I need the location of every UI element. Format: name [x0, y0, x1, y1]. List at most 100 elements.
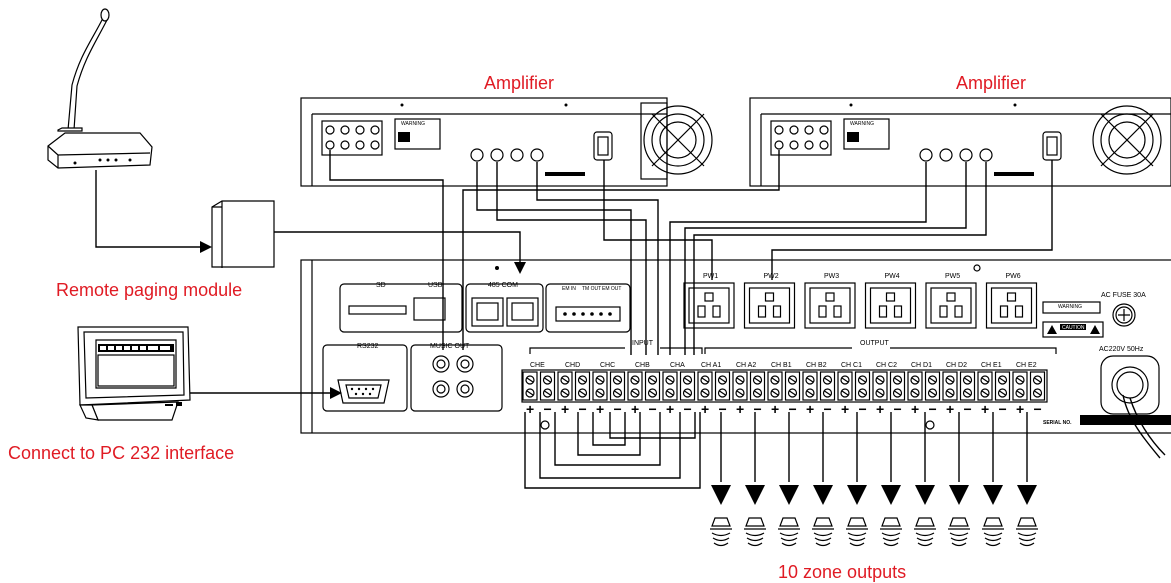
speaker-icon — [778, 517, 800, 547]
zone-output — [846, 412, 868, 547]
caution-label: CAUTION — [1062, 325, 1085, 331]
output-channel-label: CH D2 — [946, 362, 967, 369]
down-arrow-icon — [711, 485, 731, 505]
terminal-minus-mark: − — [789, 401, 797, 417]
speaker-icon — [982, 517, 1004, 547]
power-outlet-label: PW4 — [885, 273, 900, 280]
speaker-icon — [914, 517, 936, 547]
speaker-icon — [948, 517, 970, 547]
output-channel-label: CH E2 — [1016, 362, 1037, 369]
screw-terminal — [942, 371, 958, 401]
screw-terminal — [959, 371, 976, 401]
zone-output — [914, 412, 936, 547]
amplifier-1: WARNING — [300, 97, 713, 187]
down-arrow-icon — [1017, 485, 1037, 505]
power-outlet: PW3 — [804, 273, 856, 329]
down-arrow-icon — [847, 485, 867, 505]
output-channel-label: CH B2 — [806, 362, 827, 369]
speaker-icon — [710, 517, 732, 547]
terminal-plus-mark: + — [876, 401, 884, 417]
amplifier-2-caption: Amplifier — [956, 73, 1026, 93]
screw-terminal — [609, 371, 626, 401]
terminal-minus-mark: − — [859, 401, 867, 417]
warning-label: WARNING — [1058, 304, 1082, 310]
terminal-plus-mark: + — [631, 401, 639, 417]
screw-terminal — [644, 371, 661, 401]
down-arrow-icon — [881, 485, 901, 505]
input-channel-label: CHB — [635, 362, 650, 369]
terminal-minus-mark: − — [824, 401, 832, 417]
screw-terminal — [994, 371, 1011, 401]
pc-monitor — [77, 326, 191, 421]
screw-terminal — [924, 371, 941, 401]
screw-terminal — [627, 371, 643, 401]
input-group-label: INPUT — [632, 340, 654, 347]
speaker-icon — [846, 517, 868, 547]
output-channel-label: CH C1 — [841, 362, 862, 369]
remote-paging-module — [211, 200, 275, 268]
terminal-minus-mark: − — [894, 401, 902, 417]
down-arrow-icon — [915, 485, 935, 505]
screw-terminal — [767, 371, 783, 401]
down-arrow-icon — [779, 485, 799, 505]
screw-terminal — [679, 371, 696, 401]
power-outlet: PW6 — [985, 273, 1038, 329]
zone-outputs-caption: 10 zone outputs — [778, 562, 906, 582]
speaker-icon — [1016, 517, 1038, 547]
terminal-plus-mark: + — [771, 401, 779, 417]
zone-output — [812, 412, 834, 547]
screw-terminal — [539, 371, 556, 401]
screw-terminal — [662, 371, 678, 401]
screw-terminal — [872, 371, 888, 401]
serial-no-label: SERIAL NO. — [1043, 420, 1072, 426]
terminal-plus-mark: + — [911, 401, 919, 417]
screw-terminal — [784, 371, 801, 401]
terminal-plus-mark: + — [806, 401, 814, 417]
zone-output — [880, 412, 902, 547]
remote-paging-caption: Remote paging module — [56, 280, 242, 300]
speaker-icon — [880, 517, 902, 547]
screw-terminal — [732, 371, 748, 401]
screw-terminal — [557, 371, 573, 401]
screw-terminal — [802, 371, 818, 401]
zone-output — [778, 412, 800, 547]
zone-output — [948, 412, 970, 547]
rs232-label: RS232 — [357, 343, 379, 350]
power-outlet-label: PW5 — [945, 273, 960, 280]
terminal-plus-mark: + — [526, 401, 534, 417]
terminal-minus-mark: − — [719, 401, 727, 417]
wiring — [95, 150, 1053, 489]
amp1-warning-label: WARNING — [401, 121, 425, 127]
amplifier-2: WARNING — [749, 97, 1171, 187]
main-controller-unit: SD USB 485 COM EM IN TM OUT EM OUT RS232… — [300, 259, 1171, 459]
terminal-plus-mark: + — [666, 401, 674, 417]
zone-output — [744, 412, 766, 547]
screw-terminal — [1012, 371, 1028, 401]
terminal-minus-mark: − — [684, 401, 692, 417]
db9-port — [337, 379, 390, 404]
pc-interface-caption: Connect to PC 232 interface — [8, 443, 234, 463]
zone-output — [982, 412, 1004, 547]
screw-terminal — [697, 371, 713, 401]
screw-terminal — [854, 371, 871, 401]
usb-port — [413, 297, 446, 321]
power-outlet: PW1 — [683, 273, 735, 329]
terminal-plus-mark: + — [701, 401, 709, 417]
fuse-holder-icon — [1112, 303, 1136, 327]
em-out-label: EM OUT — [602, 286, 621, 292]
zone-outputs — [710, 412, 1038, 547]
power-outlet-label: PW6 — [1006, 273, 1021, 280]
screw-terminal — [574, 371, 591, 401]
rj45-port-1 — [471, 297, 504, 327]
usb-label: USB — [428, 282, 443, 289]
input-channel-label: CHD — [565, 362, 580, 369]
input-channel-label: CHC — [600, 362, 615, 369]
ac-power-label: AC220V 50Hz — [1099, 346, 1144, 353]
music-out-label: MUSIC OUT — [430, 343, 470, 350]
power-cable-icon — [1100, 355, 1166, 459]
tm-out-label: TM OUT — [582, 286, 601, 292]
screw-terminal — [714, 371, 731, 401]
power-outlet: PW4 — [864, 273, 917, 329]
output-channel-label: CH E1 — [981, 362, 1002, 369]
